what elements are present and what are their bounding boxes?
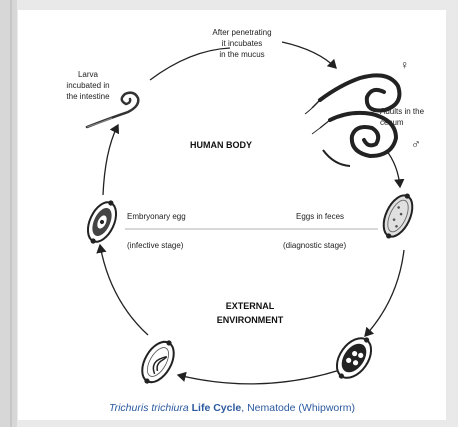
larva-label: Larva incubated in the intestine bbox=[52, 69, 124, 102]
arrow-infective-to-larva bbox=[103, 125, 118, 195]
arrow-embryo-to-infective bbox=[100, 245, 148, 335]
diagnostic-stage-label: (diagnostic stage) bbox=[283, 240, 346, 251]
male-symbol: ♂ bbox=[411, 138, 421, 149]
caption-species: Trichuris trichiura bbox=[109, 402, 189, 414]
caption-life-cycle: Life Cycle bbox=[192, 402, 242, 414]
incubation-label: After penetrating it incubates in the mu… bbox=[192, 27, 292, 60]
adults-label: Adults in the cecum bbox=[380, 106, 446, 128]
caption-rest: , Nematode (Whipworm) bbox=[241, 402, 355, 414]
infective-egg-icon bbox=[81, 196, 123, 249]
arrow-feces-to-env bbox=[365, 250, 404, 336]
embryonary-egg-label: Embryonary egg bbox=[127, 211, 186, 222]
arrow-adults-to-feces bbox=[386, 150, 400, 187]
embryonated-egg-icon bbox=[134, 334, 181, 390]
human-body-heading: HUMAN BODY bbox=[190, 140, 252, 151]
eggs-in-feces-label: Eggs in feces bbox=[296, 211, 344, 222]
infective-stage-label: (infective stage) bbox=[127, 240, 183, 251]
segmenting-egg-icon bbox=[328, 330, 379, 386]
figure-caption: Trichuris trichiura Life Cycle, Nematode… bbox=[18, 402, 446, 414]
external-environment-heading: EXTERNAL ENVIRONMENT bbox=[195, 299, 305, 327]
female-symbol: ♀ bbox=[400, 60, 409, 71]
egg-feces-icon bbox=[377, 189, 420, 244]
arrow-env-to-embryo bbox=[178, 370, 340, 384]
